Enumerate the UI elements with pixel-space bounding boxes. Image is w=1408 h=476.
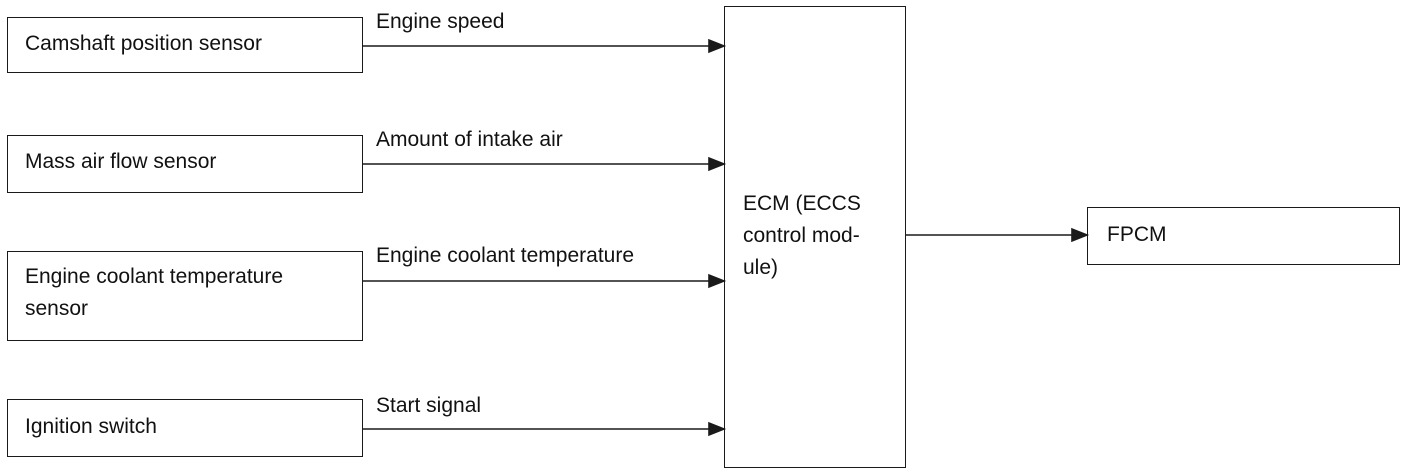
signal-label-amount-of-intake-air: Amount of intake air bbox=[376, 128, 563, 151]
arrowhead-engine-speed bbox=[708, 38, 727, 54]
camshaft-position-sensor-box: Camshaft position sensor bbox=[7, 17, 363, 73]
signal-label-engine-speed: Engine speed bbox=[376, 10, 505, 33]
arrowhead-engine-coolant-temperature bbox=[708, 273, 727, 289]
signal-label-start-signal: Start signal bbox=[376, 394, 482, 417]
ecm-label-line1: ECM (ECCS bbox=[743, 192, 861, 215]
arrowhead-ecm-to-fpcm bbox=[1071, 227, 1090, 243]
ecm-box: ECM (ECCS control mod- ule) bbox=[724, 6, 906, 468]
engine-coolant-temperature-sensor-label-line2: sensor bbox=[25, 297, 89, 320]
fpcm-label: FPCM bbox=[1107, 223, 1167, 246]
camshaft-position-sensor-label: Camshaft position sensor bbox=[25, 32, 262, 55]
ignition-switch-label: Ignition switch bbox=[25, 415, 157, 438]
engine-coolant-temperature-sensor-label-line1: Engine coolant temperature bbox=[25, 265, 283, 288]
engine-coolant-temperature-sensor-box: Engine coolant temperature sensor bbox=[7, 251, 363, 341]
ignition-switch-box: Ignition switch bbox=[7, 399, 363, 457]
ecm-label-line3: ule) bbox=[743, 256, 779, 279]
ecm-label-line2: control mod- bbox=[743, 224, 860, 247]
arrowhead-start-signal bbox=[708, 421, 727, 437]
arrowhead-amount-of-intake-air bbox=[708, 156, 727, 172]
mass-air-flow-sensor-label: Mass air flow sensor bbox=[25, 150, 217, 173]
mass-air-flow-sensor-box: Mass air flow sensor bbox=[7, 135, 363, 193]
signal-label-engine-coolant-temperature: Engine coolant temperature bbox=[376, 244, 634, 267]
fpcm-box: FPCM bbox=[1087, 207, 1400, 265]
